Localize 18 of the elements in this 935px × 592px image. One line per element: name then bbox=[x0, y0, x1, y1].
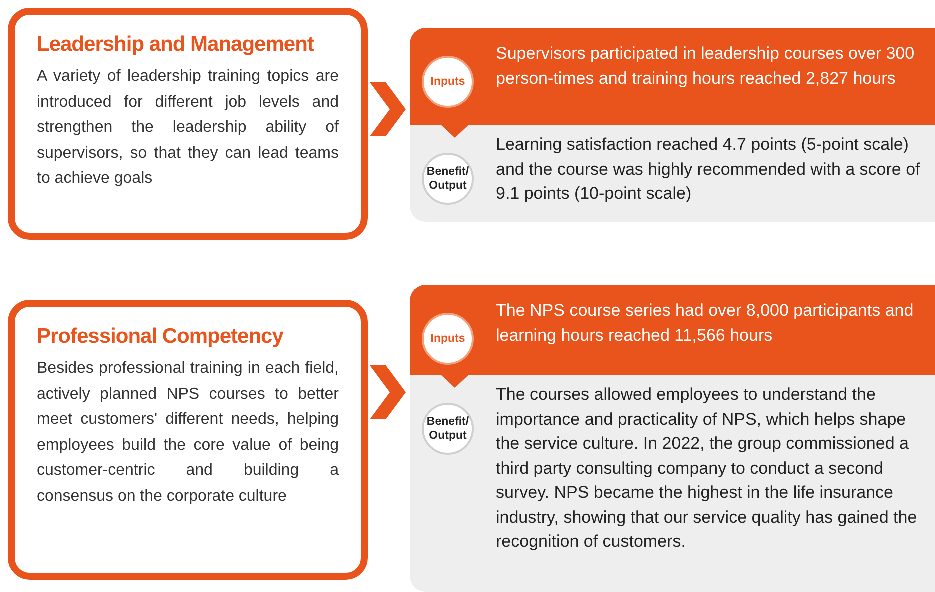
arrow bbox=[370, 366, 406, 420]
arrow bbox=[440, 374, 470, 388]
arrow bbox=[440, 124, 470, 138]
topic-card bbox=[8, 8, 368, 240]
output-band bbox=[410, 125, 935, 222]
card-heading: Leadership and Management bbox=[37, 32, 316, 58]
card-description: Besides professional training in each field, actively planned NPS courses to better meet customers' different needs, helping employees build the core value of being customer-centric and building a consensus on the corporate culture bbox=[37, 359, 339, 506]
topic-card bbox=[8, 300, 368, 580]
output-text: Learning satisfaction reached 4.7 points (5-point scale) and the course was highly recommended with a score of 9.1 points (10-point scale) bbox=[496, 134, 922, 205]
inputs-text: Supervisors participated in leadership courses over 300 person-times and training hours reached 2,827 hours bbox=[496, 43, 916, 90]
output-text: The courses allowed employees to understand the importance and practicality of NPS, which helps shape the service culture. In 2022, the group commissioned a third party consulting company to conduct a second survey. NPS became the highest in the life insurance industry, showing that our service quality has gained the recognition of customers. bbox=[496, 384, 918, 553]
arrow bbox=[370, 82, 406, 136]
inputs-band bbox=[410, 28, 935, 125]
output-band bbox=[410, 375, 935, 592]
card-heading: Professional Competency bbox=[37, 324, 285, 350]
inputs-text: The NPS course series had over 8,000 participants and learning hours reached 11,566 hours bbox=[496, 300, 915, 346]
inputs-band bbox=[410, 285, 935, 375]
card-description: A variety of leadership training topics are introduced for different job levels and strengthen the leadership ability of supervisors, so that they can lead teams to achieve goals bbox=[37, 67, 339, 189]
